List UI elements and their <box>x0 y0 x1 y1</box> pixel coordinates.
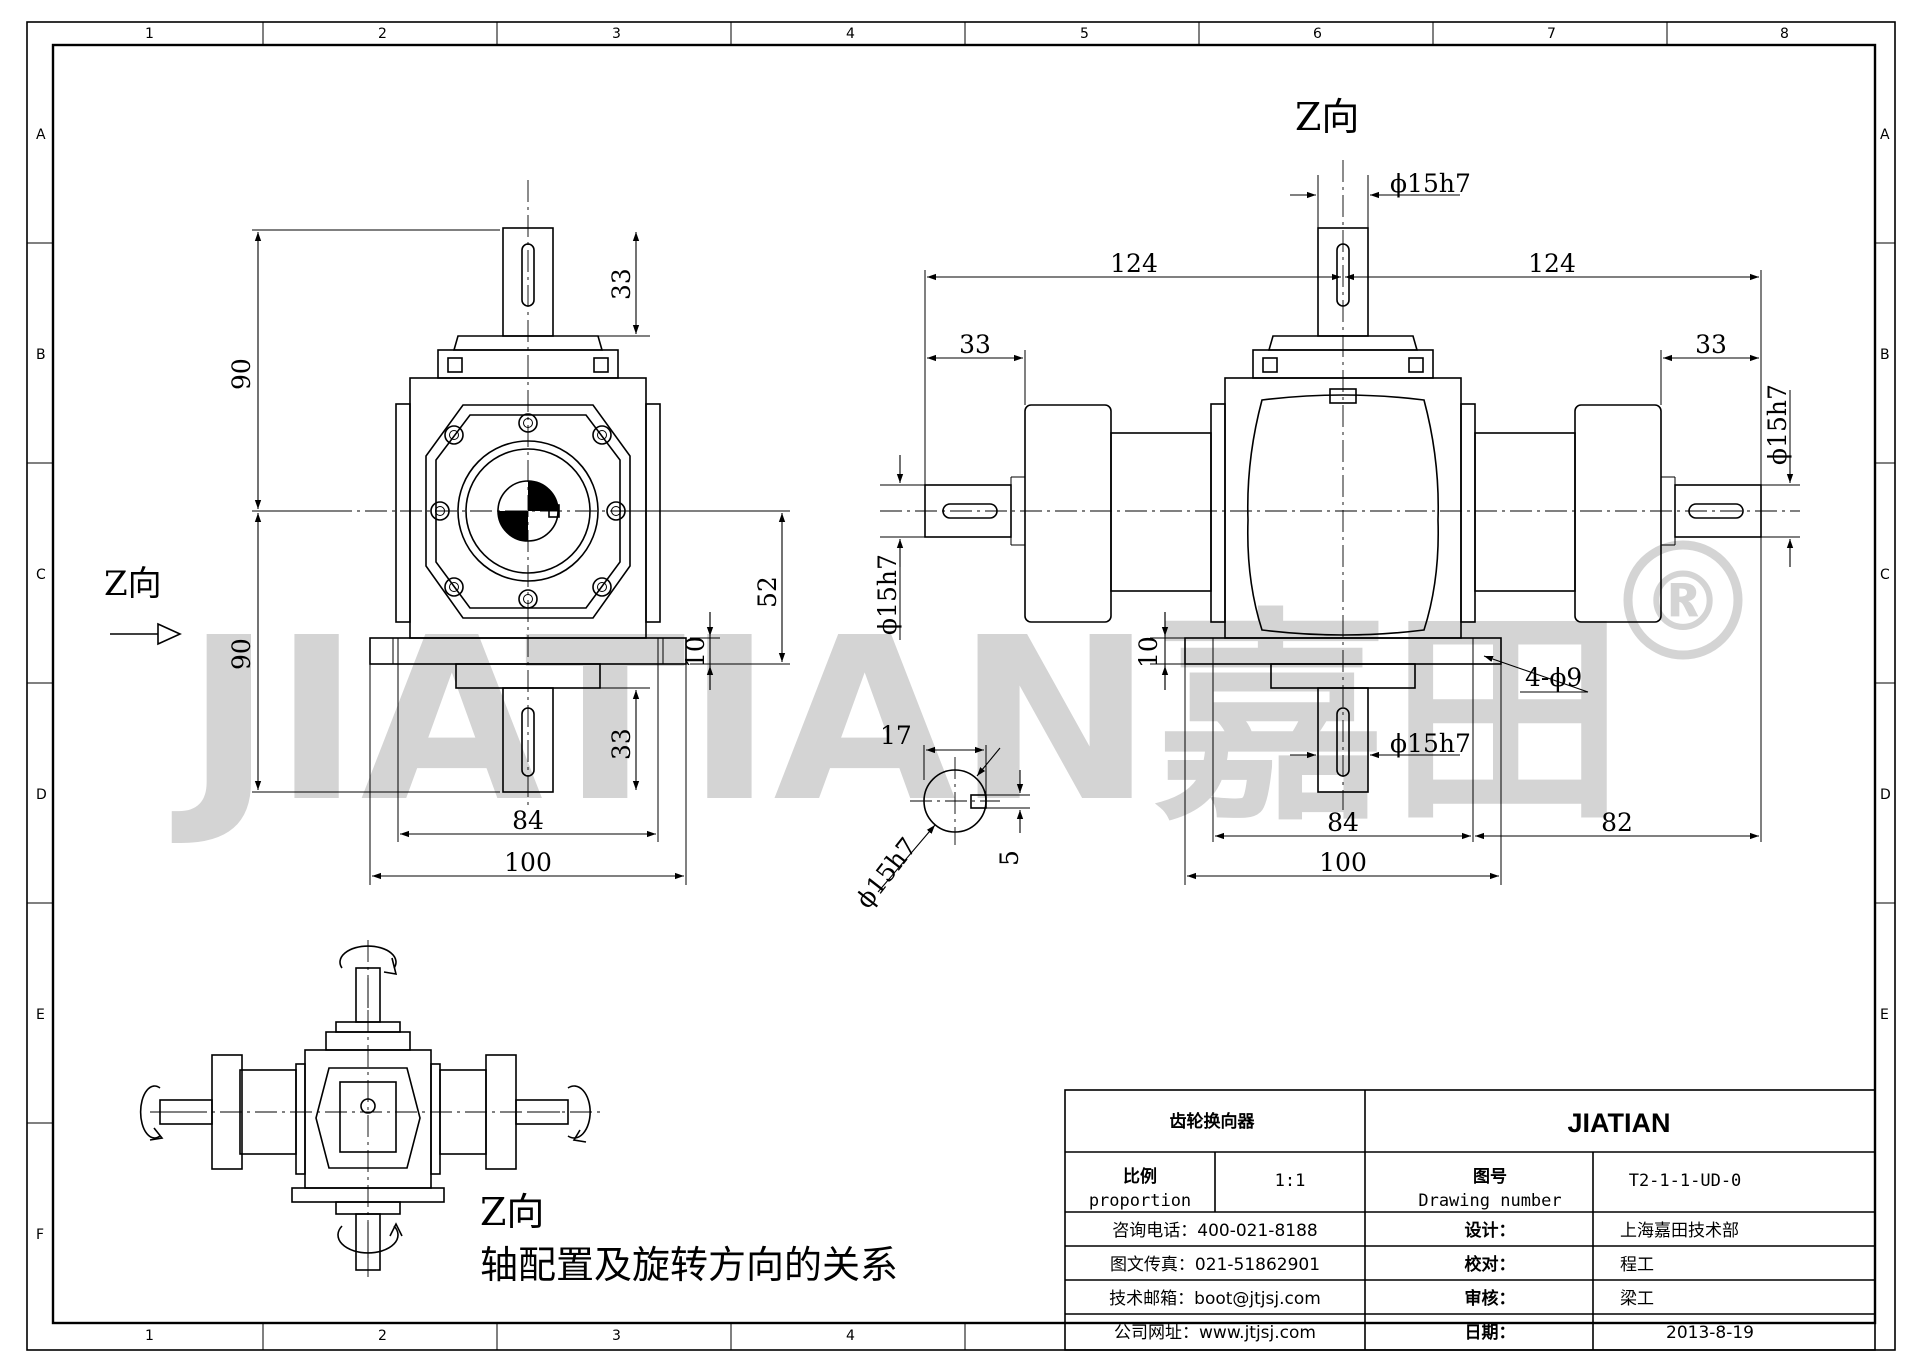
rotation-view: Z向 轴配置及旋转方向的关系 <box>139 940 898 1287</box>
grid-row-f-left: F <box>36 1227 44 1243</box>
dim-key-17: 17 <box>880 721 912 750</box>
z-bottom-label: Z向 <box>480 1190 544 1234</box>
checker-value: 程工 <box>1620 1255 1654 1275</box>
title-block: 齿轮换向器 JIATIAN 比例 proportion 1:1 图号 Drawi… <box>1064 1089 1876 1351</box>
grid-row-b-right: B <box>1880 347 1890 363</box>
grid-col-8-top: 8 <box>1780 26 1789 42</box>
grid-row-c-right: C <box>1880 567 1890 583</box>
grid-col-2-bottom: 2 <box>378 1328 387 1344</box>
grid-col-2-top: 2 <box>378 26 387 42</box>
contact-fax: 图文传真：021-51862901 <box>1110 1255 1320 1275</box>
title-product-name: 齿轮换向器 <box>1170 1111 1256 1132</box>
scale-value: 1:1 <box>1275 1171 1306 1191</box>
dim-side-left-124: 124 <box>1110 249 1158 278</box>
dim-side-holes: 4-ϕ9 <box>1525 663 1582 692</box>
scale-label: 比例 <box>1123 1166 1157 1187</box>
side-view: Z向 <box>873 95 1800 885</box>
dim-front-100: 100 <box>504 848 552 877</box>
dim-side-left-33: 33 <box>959 330 991 359</box>
scale-label-en: proportion <box>1089 1191 1191 1211</box>
dim-side-84: 84 <box>1327 808 1359 837</box>
grid-row-a-right: A <box>1880 127 1890 143</box>
date-value: 2013-8-19 <box>1666 1323 1754 1343</box>
dim-key-5: 5 <box>995 850 1024 866</box>
grid-row-b-left: B <box>36 347 46 363</box>
contact-website: 公司网址：www.jtjsj.com <box>1114 1323 1316 1343</box>
grid-row-c-left: C <box>36 567 46 583</box>
dim-front-upper-90: 90 <box>227 358 256 390</box>
grid-col-4-top: 4 <box>846 26 855 42</box>
dim-front-bottom-shaft: 33 <box>607 728 636 760</box>
date-label: 日期： <box>1465 1323 1516 1343</box>
dim-side-bottom-dia: ϕ15h7 <box>1390 729 1471 758</box>
grid-col-6-top: 6 <box>1313 26 1322 42</box>
designer-label: 设计： <box>1465 1220 1516 1241</box>
designer-value: 上海嘉田技术部 <box>1620 1221 1739 1241</box>
dim-side-100: 100 <box>1319 848 1367 877</box>
grid-col-3-bottom: 3 <box>612 1328 621 1344</box>
registered-mark: ® <box>1642 555 1724 650</box>
grid-col-3-top: 3 <box>612 26 621 42</box>
contact-email: 技术邮箱：boot@jtjsj.com <box>1109 1289 1321 1309</box>
dim-side-82: 82 <box>1601 808 1633 837</box>
dim-front-84: 84 <box>512 806 544 835</box>
grid-col-7-top: 7 <box>1547 26 1556 42</box>
reviewer-label: 审核： <box>1465 1288 1516 1309</box>
dim-side-10: 10 <box>1134 636 1163 668</box>
dim-front-top-shaft: 33 <box>607 268 636 300</box>
drawing-no-label: 图号 <box>1473 1167 1507 1187</box>
z-top-label: Z向 <box>1295 95 1359 139</box>
grid-labels: 1 2 3 4 5 6 7 8 1 2 3 4 A B C D E F A B … <box>36 26 1891 1344</box>
grid-col-1-top: 1 <box>145 26 154 42</box>
grid-row-e-left: E <box>36 1007 45 1023</box>
dim-side-top-dia: ϕ15h7 <box>1390 169 1471 198</box>
dim-side-left-dia: ϕ15h7 <box>873 554 902 635</box>
title-brand: JIATIAN <box>1567 1108 1670 1138</box>
rotation-caption: 轴配置及旋转方向的关系 <box>480 1243 898 1287</box>
grid-row-d-right: D <box>1880 787 1891 803</box>
checker-label: 校对： <box>1465 1254 1516 1275</box>
drawing-no-value: T2-1-1-UD-0 <box>1629 1171 1742 1191</box>
z-direction-label: Z向 <box>104 564 162 604</box>
drawing-no-label-en: Drawing number <box>1418 1191 1561 1211</box>
dim-side-right-124: 124 <box>1528 249 1576 278</box>
reviewer-value: 梁工 <box>1620 1289 1654 1309</box>
grid-row-a-left: A <box>36 127 46 143</box>
contact-phone: 咨询电话：400-021-8188 <box>1112 1221 1317 1241</box>
dim-front-10: 10 <box>681 636 710 668</box>
drawing-frame <box>26 21 1896 1351</box>
dim-front-lower-90: 90 <box>227 638 256 670</box>
grid-row-d-left: D <box>36 787 47 803</box>
grid-col-5-top: 5 <box>1080 26 1089 42</box>
registered-circle <box>1623 540 1743 660</box>
dim-side-right-dia: ϕ15h7 <box>1763 384 1792 465</box>
grid-col-4-bottom: 4 <box>846 1328 855 1344</box>
front-view: 33 90 90 52 10 33 84 100 Z向 <box>104 180 790 885</box>
grid-row-e-right: E <box>1880 1007 1889 1023</box>
dim-front-52: 52 <box>753 576 782 608</box>
grid-col-1-bottom: 1 <box>145 1328 154 1344</box>
dim-side-right-33: 33 <box>1695 330 1727 359</box>
